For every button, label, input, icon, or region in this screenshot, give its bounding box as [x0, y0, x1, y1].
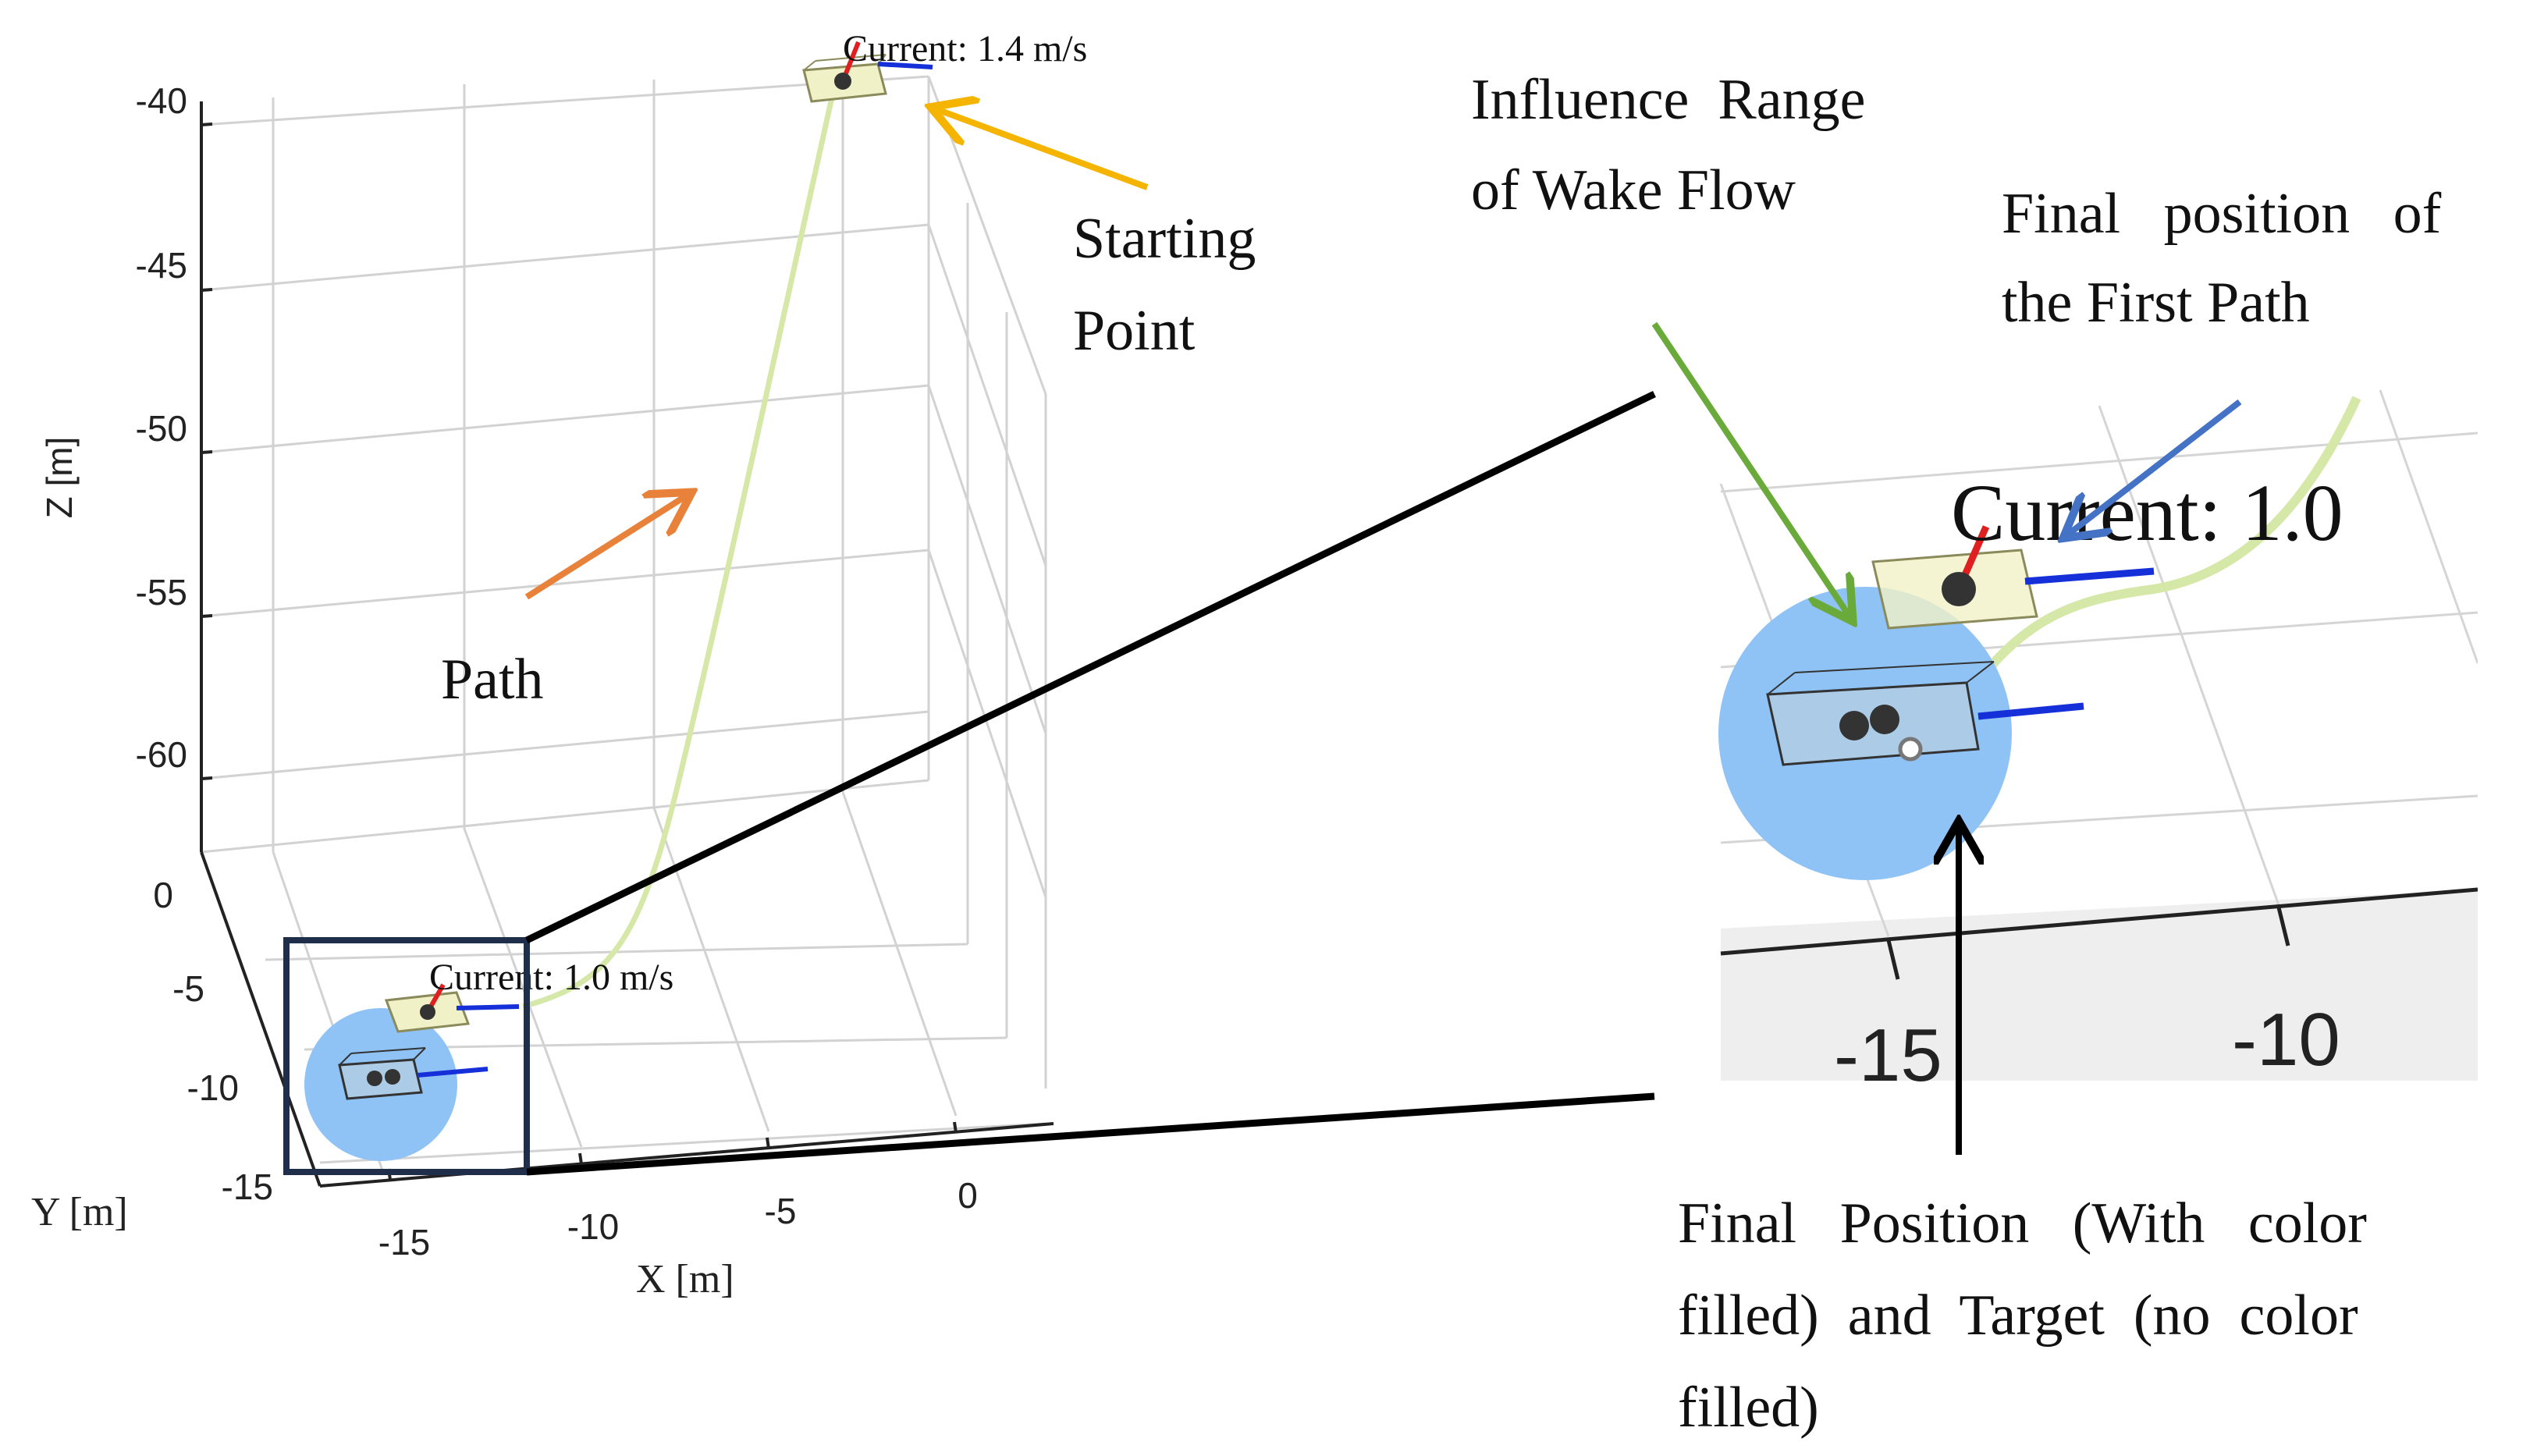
zoom-inset: -15 -10 Current: 1.0 [1718, 375, 2530, 1097]
target-marker [1898, 737, 1923, 762]
axis-lines [200, 101, 1054, 1188]
final-position-label-1: Final Position (With color [1678, 1191, 2367, 1255]
path-arrow [524, 495, 687, 600]
influence-arrow [1651, 321, 1850, 616]
zoom-box [283, 937, 530, 1175]
final-vehicle [338, 1047, 489, 1100]
z-tick: -55 [136, 572, 187, 613]
starting-point-label-1: Starting [1073, 207, 1256, 271]
grid-side-wall [927, 76, 1047, 1088]
final-position-label-2: filled) and Target (no color [1678, 1284, 2358, 1348]
z-tick-labels: -40 -45 -50 -55 -60 [136, 80, 187, 775]
zoom-connector-bottom [526, 1092, 1655, 1176]
starting-point-label-2: Point [1073, 299, 1196, 363]
influence-label-1: Influence Range [1471, 68, 1865, 132]
y-tick: -15 [222, 1167, 273, 1207]
current-label-end: Current: 1.0 m/s [429, 957, 673, 998]
z-axis-label: Z [m] [39, 437, 80, 519]
starting-point-arrow [936, 109, 1149, 190]
y-axis-label: Y [m] [31, 1190, 128, 1234]
final-first-path-arrow [2068, 399, 2242, 534]
zoom-x-tick: -15 [1834, 1014, 1942, 1097]
y-tick: -10 [187, 1067, 239, 1108]
end-vehicle [384, 983, 520, 1033]
x-tick-labels: -15 -10 -5 0 [378, 1175, 978, 1262]
x-tick: -15 [378, 1222, 430, 1262]
y-tick: -5 [172, 968, 204, 1009]
influence-label-2: of Wake Flow [1471, 158, 1796, 222]
x-tick: 0 [958, 1175, 978, 1216]
grid-back-wall [201, 73, 930, 852]
x-axis-label: X [m] [636, 1257, 734, 1302]
final-first-path-label-2: the First Path [2002, 271, 2310, 335]
x-tick: -10 [567, 1206, 619, 1247]
z-tick: -50 [136, 408, 187, 449]
vehicle-path [522, 76, 840, 1010]
final-position-label-3: filled) [1678, 1376, 1819, 1440]
z-tick: -40 [136, 80, 187, 121]
x-tick: -5 [765, 1191, 797, 1231]
zoom-current-label: Current: 1.0 [1951, 468, 2343, 558]
z-tick: -45 [136, 245, 187, 286]
path-label: Path [441, 648, 544, 712]
final-first-path-label-1: Final position of [2002, 182, 2442, 246]
zoom-connector-top [525, 390, 1656, 944]
current-label-start: Current: 1.4 m/s [843, 28, 1087, 69]
start-vehicle [802, 41, 933, 103]
y-tick: 0 [153, 875, 173, 915]
z-tick: -60 [136, 734, 187, 775]
zoom-x-tick: -10 [2232, 998, 2340, 1081]
y-tick-labels: 0 -5 -10 -15 [153, 875, 273, 1207]
